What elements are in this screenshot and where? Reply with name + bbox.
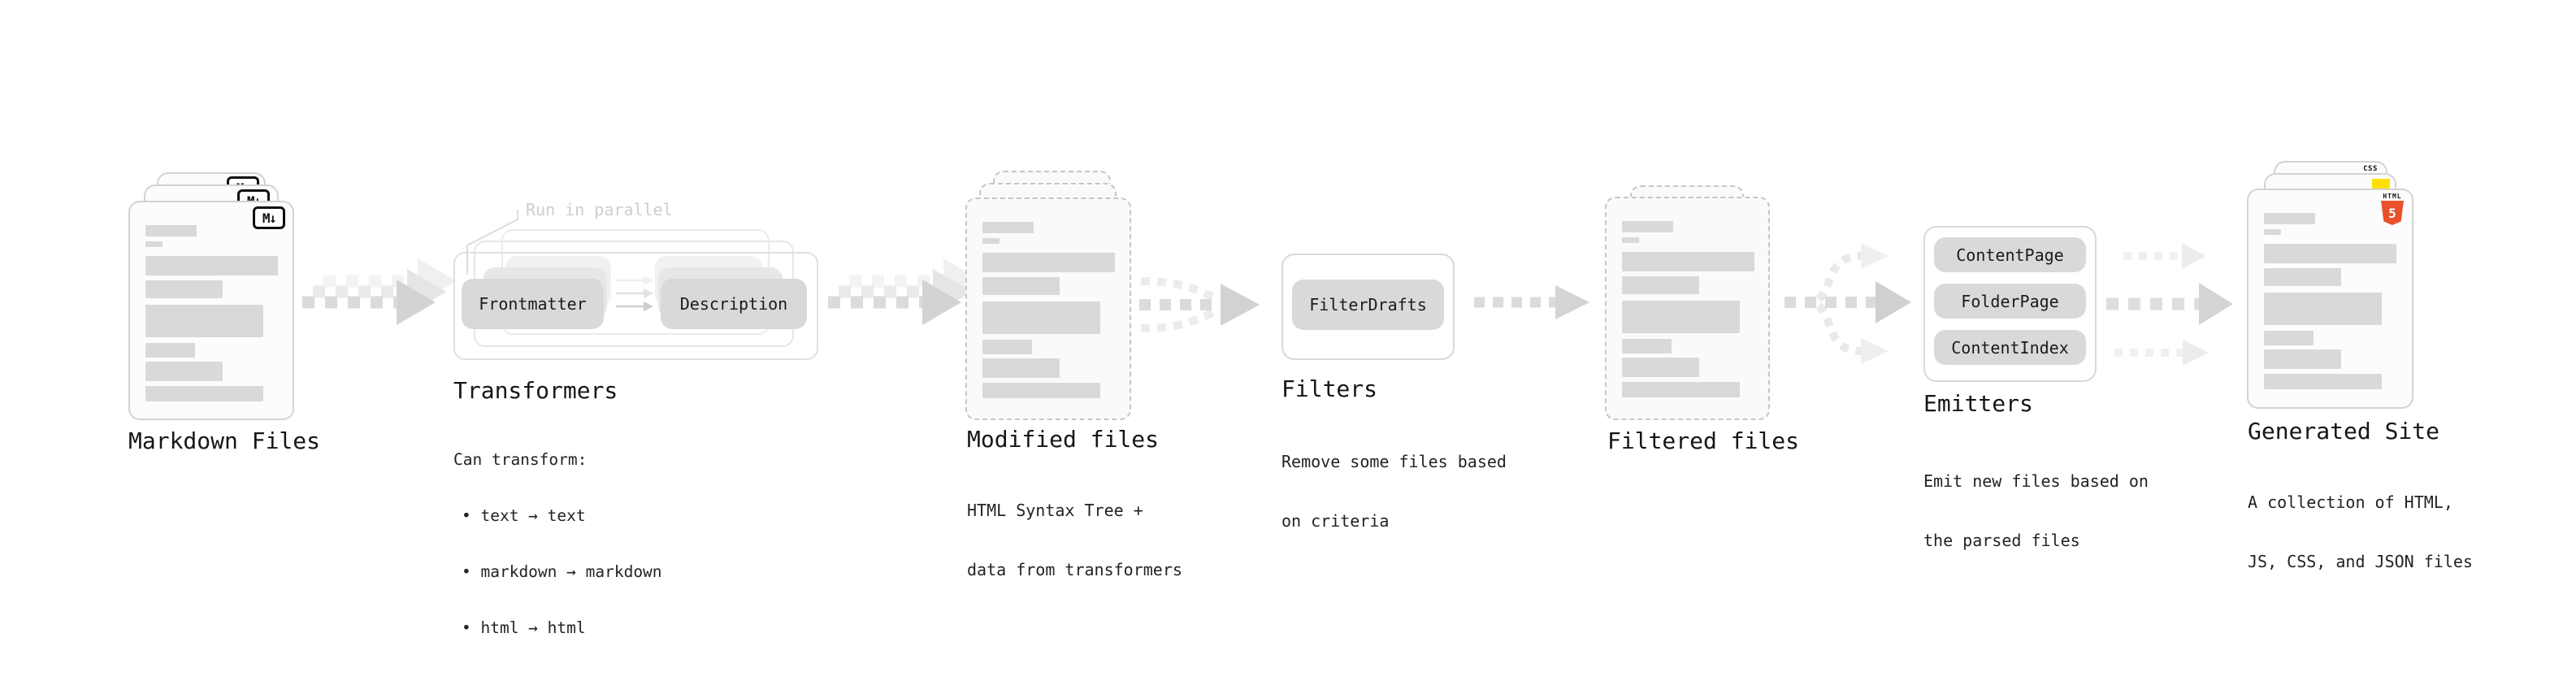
text-line-bar [982, 301, 1100, 334]
subtitle-line: data from transformers [967, 560, 1182, 579]
generated-site-description: A collection of HTML, JS, CSS, and JSON … [2248, 453, 2473, 611]
text-line-bars [1622, 221, 1754, 397]
html5-shield: 5 [2381, 201, 2404, 225]
chip-folderpage: FolderPage [1934, 284, 2086, 319]
text-line-bar [1622, 252, 1754, 271]
stage-emitters: ContentPage FolderPage ContentIndex Emit… [1923, 226, 2149, 550]
stage-filters: FilterDrafts Filters Remove some files b… [1281, 254, 1507, 531]
text-line-bar [982, 253, 1115, 272]
text-line-bars [145, 225, 278, 401]
chip-description: Description [661, 279, 807, 329]
text-line-bar [982, 238, 1000, 244]
css-badge-label: CSS [2363, 165, 2378, 173]
text-line-bar [145, 241, 163, 247]
stage-generated-site: CSS HTML 5 Generated Site A collection o… [2247, 161, 2474, 571]
stage-label-modified-files: Modified files [967, 426, 1160, 453]
text-line-bar [145, 343, 195, 358]
text-line-bar [2264, 229, 2281, 235]
markdown-badge-icon: M↓ [253, 206, 285, 229]
text-line-bar [2264, 244, 2396, 263]
text-line-bar [982, 358, 1060, 378]
text-line-bar [145, 256, 278, 275]
text-line-bar [982, 340, 1032, 354]
stage-label-generated-site: Generated Site [2248, 418, 2440, 445]
text-line-bar [2264, 268, 2341, 286]
stage-label-emitters: Emitters [1923, 390, 2033, 417]
bullet-line: • text → text [462, 506, 586, 525]
text-line-bar [1622, 301, 1740, 333]
html5-badge-label: HTML [2383, 193, 2402, 200]
text-line-bar [1622, 382, 1740, 397]
text-line-bar [982, 383, 1100, 398]
stage-markdown-files: M↓ M↓ M↓ Markdown Files [128, 161, 323, 486]
run-in-parallel-annotation: Run in parallel [526, 200, 673, 219]
html5-badge-icon: HTML 5 [2380, 193, 2405, 225]
split-arrow-icon [1785, 243, 1911, 364]
stage-filtered-files: Filtered files [1605, 174, 1808, 466]
stage-label-filtered-files: Filtered files [1607, 427, 1800, 454]
dashed-arrow-icon [2114, 340, 2209, 366]
file-card-front: HTML 5 [2247, 189, 2413, 409]
text-line-bar [145, 362, 223, 381]
subtitle-line: Emit new files based on [1923, 471, 2149, 491]
chip-contentpage: ContentPage [1934, 237, 2086, 272]
text-line-bar [982, 222, 1034, 233]
parallel-frame-front [453, 252, 818, 360]
html5-number: 5 [2388, 205, 2396, 221]
file-card-front [965, 197, 1131, 420]
annotation-leader-line [466, 210, 518, 275]
text-line-bar [1622, 339, 1672, 354]
text-line-bar [145, 305, 263, 337]
subtitle-line: JS, CSS, and JSON files [2248, 552, 2473, 571]
text-line-bars [2264, 213, 2396, 389]
text-line-bar [145, 386, 263, 401]
text-line-bar [2264, 331, 2314, 345]
bullet-line: • markdown → markdown [462, 562, 662, 581]
dashed-arrow-icon [828, 280, 961, 325]
mini-arrow-icon [616, 301, 653, 311]
dashed-arrow-icon [1474, 285, 1589, 319]
subtitle-line: Remove some files based [1281, 452, 1507, 471]
filters-description: Remove some files based on criteria [1281, 413, 1507, 570]
file-card-front: M↓ [128, 201, 294, 420]
text-line-bar [2264, 349, 2341, 369]
modified-files-description: HTML Syntax Tree + data from transformer… [967, 462, 1182, 619]
subtitle-line: A collection of HTML, [2248, 492, 2453, 512]
text-line-bar [1622, 237, 1639, 243]
text-line-bar [1622, 358, 1699, 377]
dashed-arrow-icon [2106, 283, 2233, 325]
stage-transformers: Run in parallel Frontmatter Description … [453, 200, 835, 637]
text-line-bar [2264, 213, 2315, 224]
transformers-description: Can transform: • text → text • markdown … [453, 413, 662, 674]
stage-label-transformers: Transformers [453, 377, 618, 404]
file-card-front [1605, 197, 1770, 420]
text-line-bars [982, 222, 1115, 398]
merge-arrow-icon [1139, 277, 1260, 332]
subtitle-line: Can transform: [453, 450, 588, 469]
chip-frontmatter: Frontmatter [462, 279, 604, 329]
mini-arrow-icon [616, 288, 653, 298]
text-line-bar [982, 277, 1060, 295]
dashed-arrow-icon [302, 280, 436, 325]
text-line-bar [145, 225, 197, 236]
subtitle-line: HTML Syntax Tree + [967, 501, 1143, 520]
chip-filterdrafts: FilterDrafts [1292, 280, 1444, 330]
mini-arrow-icon [616, 275, 653, 285]
stage-label-markdown-files: Markdown Files [128, 427, 321, 454]
text-line-bar [1622, 276, 1699, 294]
bullet-line: • html → html [462, 618, 586, 637]
chip-contentindex: ContentIndex [1934, 330, 2086, 365]
dashed-arrow-icon [2123, 243, 2206, 269]
subtitle-line: on criteria [1281, 511, 1390, 531]
text-line-bar [145, 280, 223, 298]
stage-label-filters: Filters [1281, 375, 1378, 402]
subtitle-line: the parsed files [1923, 531, 2080, 550]
emitters-description: Emit new files based on the parsed files [1923, 432, 2149, 590]
text-line-bar [2264, 293, 2382, 325]
text-line-bar [2264, 374, 2382, 389]
text-line-bar [1622, 221, 1673, 232]
stage-modified-files: Modified files HTML Syntax Tree + data f… [965, 161, 1182, 579]
